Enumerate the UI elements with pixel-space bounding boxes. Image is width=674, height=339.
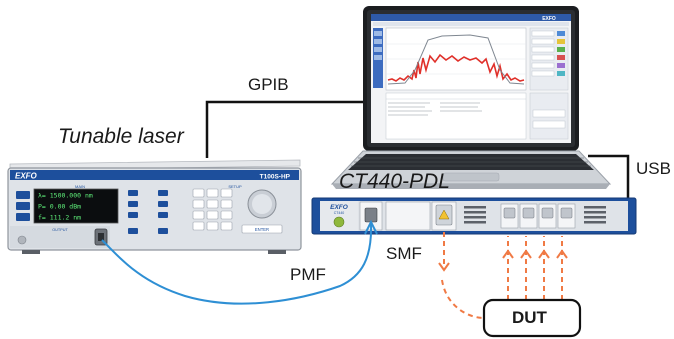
laser-display-line-2: P= 0.00 dBm (38, 203, 81, 211)
laser-display-line-1: λ= 1500.000 nm (38, 192, 93, 200)
ct440-power-button[interactable] (333, 216, 345, 228)
laser-enter-button[interactable] (241, 224, 283, 234)
smf-link (441, 232, 563, 319)
pmf-label: PMF (290, 265, 326, 284)
software-brand: EXFO (542, 16, 556, 22)
laser-control-keys[interactable] (128, 190, 168, 234)
ct440-right-grille (584, 206, 606, 224)
display-button-1[interactable] (16, 191, 30, 199)
laser-enter-label: ENTER (255, 227, 269, 232)
spectrum-trace-gray (387, 34, 525, 85)
ct440-pdl-label: CT440-PDL (339, 170, 450, 193)
laser-section-main: MAIN (75, 184, 85, 189)
laptop-screen: EXFO (371, 14, 571, 143)
ct440-brand: EXFO (330, 204, 348, 211)
display-button-3[interactable] (16, 213, 30, 221)
dut-box (482, 298, 582, 338)
display-button-2[interactable] (16, 202, 30, 210)
tunable-laser-label: Tunable laser (58, 125, 184, 148)
laser-section-setup: SETUP (228, 184, 242, 189)
dut-label: DUT (512, 308, 547, 327)
smf-to-dut-line (441, 279, 485, 319)
laptop-keyboard (351, 157, 591, 167)
usb-label: USB (636, 159, 671, 178)
laser-keypad[interactable] (192, 188, 233, 231)
gpib-cable (205, 100, 378, 158)
pmf-arrowhead (364, 219, 378, 235)
dut-up-arrow-1 (502, 249, 514, 259)
dut-up-arrow-3 (538, 249, 550, 259)
ct440-pdl-device: EXFO CT440 (311, 197, 637, 235)
ct440-vent-grille (464, 206, 486, 224)
laser-brand: EXFO (15, 172, 38, 181)
tunable-laser-device: EXFO T100S-HP MAIN SETUP λ= 1500.000 nm … (7, 159, 302, 254)
smf-label: SMF (386, 244, 422, 263)
laser-display (33, 188, 119, 224)
laser-display-line-3: f= 111.2 nm (38, 214, 81, 222)
smf-down-arrow (438, 262, 450, 272)
pmf-cable (101, 223, 373, 305)
gpib-label: GPIB (248, 75, 289, 94)
dut-up-arrow-2 (520, 249, 532, 259)
ct440-detector-ports (500, 203, 576, 229)
ct440-sub-label: CT440 (334, 211, 345, 215)
laser-model: T100S-HP (260, 174, 291, 181)
laptop: EXFO (330, 6, 612, 189)
dut-up-arrow-4 (556, 249, 568, 259)
laser-warning-icon (438, 209, 450, 220)
laser-key-switch[interactable] (17, 235, 27, 245)
laser-section-output: OUTPUT (52, 228, 68, 232)
smf-arrows (438, 249, 568, 272)
